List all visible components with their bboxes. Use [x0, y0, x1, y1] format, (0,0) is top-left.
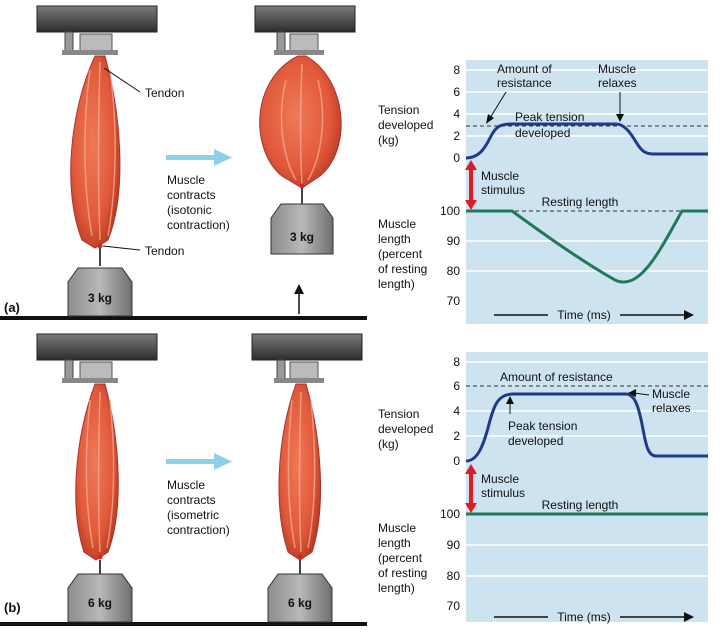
- panel-b-time-label: Time (ms): [557, 610, 611, 624]
- panel-b-resting-label: Resting length: [542, 498, 619, 512]
- panel-a-right-clamp: [254, 5, 356, 55]
- panel-a-relaxes-label: Muscle relaxes: [598, 62, 639, 90]
- panel-a-resistance-pointer: [486, 91, 507, 124]
- panel-b-left-weight: 6 kg: [67, 573, 133, 623]
- panel-a-contracts-text: Muscle contracts (isotonic contraction): [167, 173, 230, 232]
- panel-a-lift-arrow: [294, 284, 304, 314]
- panel-a-resistance-label: Amount of resistance: [497, 62, 555, 90]
- svg-text:6: 6: [453, 85, 460, 99]
- panel-b-baseline: [0, 622, 367, 626]
- panel-a-relaxes-pointer: [616, 92, 624, 122]
- svg-text:8: 8: [453, 355, 460, 369]
- panel-b-graph-bg: [466, 352, 708, 622]
- panel-b-tension-ticks: 8 6 4 2 0: [453, 355, 460, 468]
- svg-text:8: 8: [453, 63, 460, 77]
- svg-text:6 kg: 6 kg: [88, 596, 112, 610]
- panel-b-relaxes-pointer: [628, 389, 650, 397]
- svg-text:80: 80: [447, 264, 461, 278]
- panel-b-tension-curve: [465, 392, 708, 463]
- panel-b-resistance-label: Amount of resistance: [500, 370, 613, 384]
- panel-a-length-axis-label: Muscle length (percent of resting length…: [378, 217, 431, 291]
- panel-a-left-clamp: [36, 5, 158, 55]
- svg-text:0: 0: [453, 151, 460, 165]
- panel-b-length-ticks: 100 90 80 70: [440, 507, 460, 613]
- panel-b-tension-gridlines: [466, 361, 708, 437]
- panel-b-relaxes-label: Muscle relaxes: [652, 387, 693, 415]
- panel-b-left-clamp: [36, 333, 158, 383]
- panel-b-stimulus-label: Muscle stimulus: [481, 472, 525, 500]
- panel-a-flow-arrow: [166, 149, 232, 166]
- svg-text:0: 0: [453, 454, 460, 468]
- panel-b-right-weight: 6 kg: [267, 573, 333, 623]
- panel-a-left-weight: 3 kg: [67, 267, 133, 317]
- tendon-top-leader: [103, 67, 141, 93]
- panel-a-length-curve: [466, 209, 708, 284]
- panel-b-right-muscle: [278, 383, 322, 574]
- panel-a-tension-axis-label: Tension developed (kg): [378, 103, 437, 147]
- panel-b-left-muscle: [75, 383, 119, 574]
- svg-text:3 kg: 3 kg: [88, 291, 112, 305]
- panel-b-length-gridlines: [466, 544, 708, 577]
- svg-text:100: 100: [440, 507, 460, 521]
- svg-text:2: 2: [453, 129, 460, 143]
- panel-a-right-weight: 3 kg: [270, 203, 334, 255]
- svg-text:2: 2: [453, 429, 460, 443]
- panel-a-label: (a): [4, 300, 20, 315]
- panel-a-length-ticks: 100 90 80 70: [440, 204, 460, 308]
- svg-text:80: 80: [447, 569, 461, 583]
- panel-a-resting-label: Resting length: [542, 195, 619, 209]
- panel-b-label: (b): [4, 600, 21, 615]
- panel-a-left-muscle: [70, 55, 121, 266]
- tendon-top-label: Tendon: [145, 86, 184, 100]
- panel-a-baseline: [0, 316, 367, 320]
- panel-b-tension-axis-label: Tension developed (kg): [378, 407, 437, 451]
- svg-text:90: 90: [447, 234, 461, 248]
- panel-b-peak-pointer: [506, 396, 514, 414]
- panel-a-peak-label: Peak tension developed: [515, 110, 588, 140]
- svg-text:3 kg: 3 kg: [290, 230, 314, 244]
- panel-a-right-muscle: [259, 55, 342, 204]
- svg-text:70: 70: [447, 294, 461, 308]
- panel-a-stimulus-label: Muscle stimulus: [481, 169, 525, 197]
- panel-a-tension-curve: [465, 122, 708, 160]
- tendon-bottom-leader: [102, 245, 141, 251]
- svg-text:6: 6: [453, 379, 460, 393]
- panel-a-time-axis: [494, 310, 694, 320]
- panel-a-tension-gridlines: [466, 69, 708, 137]
- svg-text:70: 70: [447, 599, 461, 613]
- panel-a-time-label: Time (ms): [557, 308, 611, 322]
- svg-text:100: 100: [440, 204, 460, 218]
- panel-a-tension-ticks: 8 6 4 2 0: [453, 63, 460, 165]
- panel-b-peak-label: Peak tension developed: [508, 419, 581, 448]
- panel-b-time-axis: [494, 612, 694, 622]
- panel-b-right-clamp: [251, 333, 363, 383]
- panel-a-length-gridlines: [466, 240, 708, 272]
- panel-a-stimulus-arrow: [465, 160, 477, 210]
- panel-b-stimulus-arrow: [465, 464, 477, 513]
- tendon-bottom-label: Tendon: [145, 244, 184, 258]
- svg-text:4: 4: [453, 404, 460, 418]
- svg-text:4: 4: [453, 107, 460, 121]
- panel-b-contracts-text: Muscle contracts (isometric contraction): [167, 478, 230, 537]
- panel-b-length-axis-label: Muscle length (percent of resting length…: [378, 521, 431, 595]
- panel-b-flow-arrow: [166, 453, 232, 470]
- svg-text:6 kg: 6 kg: [288, 596, 312, 610]
- panel-a-graph-bg: [466, 60, 708, 324]
- svg-text:90: 90: [447, 538, 461, 552]
